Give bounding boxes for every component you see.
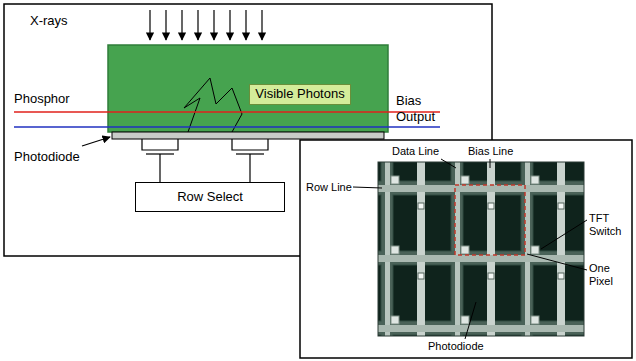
text-box: Visible Photons bbox=[249, 84, 351, 105]
box-text: Row Select bbox=[177, 190, 243, 205]
part-label: Bias Line bbox=[468, 145, 513, 158]
leader-lines bbox=[353, 159, 587, 339]
inset-frame bbox=[300, 140, 632, 358]
bias-wire bbox=[14, 111, 440, 113]
part-label: One Pixel bbox=[589, 262, 629, 287]
pixel-outline bbox=[455, 185, 525, 255]
photodiode-layer bbox=[112, 132, 384, 139]
part-label: Data Line bbox=[392, 145, 439, 158]
output-wire bbox=[14, 126, 440, 128]
radiation-label: X-rays bbox=[30, 14, 68, 29]
part-label: Photodiode bbox=[14, 150, 80, 165]
box-text: Visible Photons bbox=[255, 87, 344, 102]
part-label: TFT Switch bbox=[589, 212, 629, 237]
photon-path bbox=[184, 78, 242, 132]
tft-symbol bbox=[232, 139, 268, 182]
process-box: Row Select bbox=[135, 182, 285, 212]
part-label: Phosphor bbox=[14, 92, 70, 107]
phosphor-layer bbox=[108, 45, 388, 132]
leader-arrow bbox=[82, 137, 110, 146]
signal-label: Output bbox=[396, 110, 435, 125]
pixel-micrograph bbox=[378, 162, 584, 336]
part-label: Photodiode bbox=[428, 340, 484, 353]
tft-symbol bbox=[142, 139, 178, 182]
signal-label: Bias bbox=[396, 94, 421, 109]
xray-arrows bbox=[150, 10, 262, 40]
part-label: Row Line bbox=[306, 181, 352, 194]
